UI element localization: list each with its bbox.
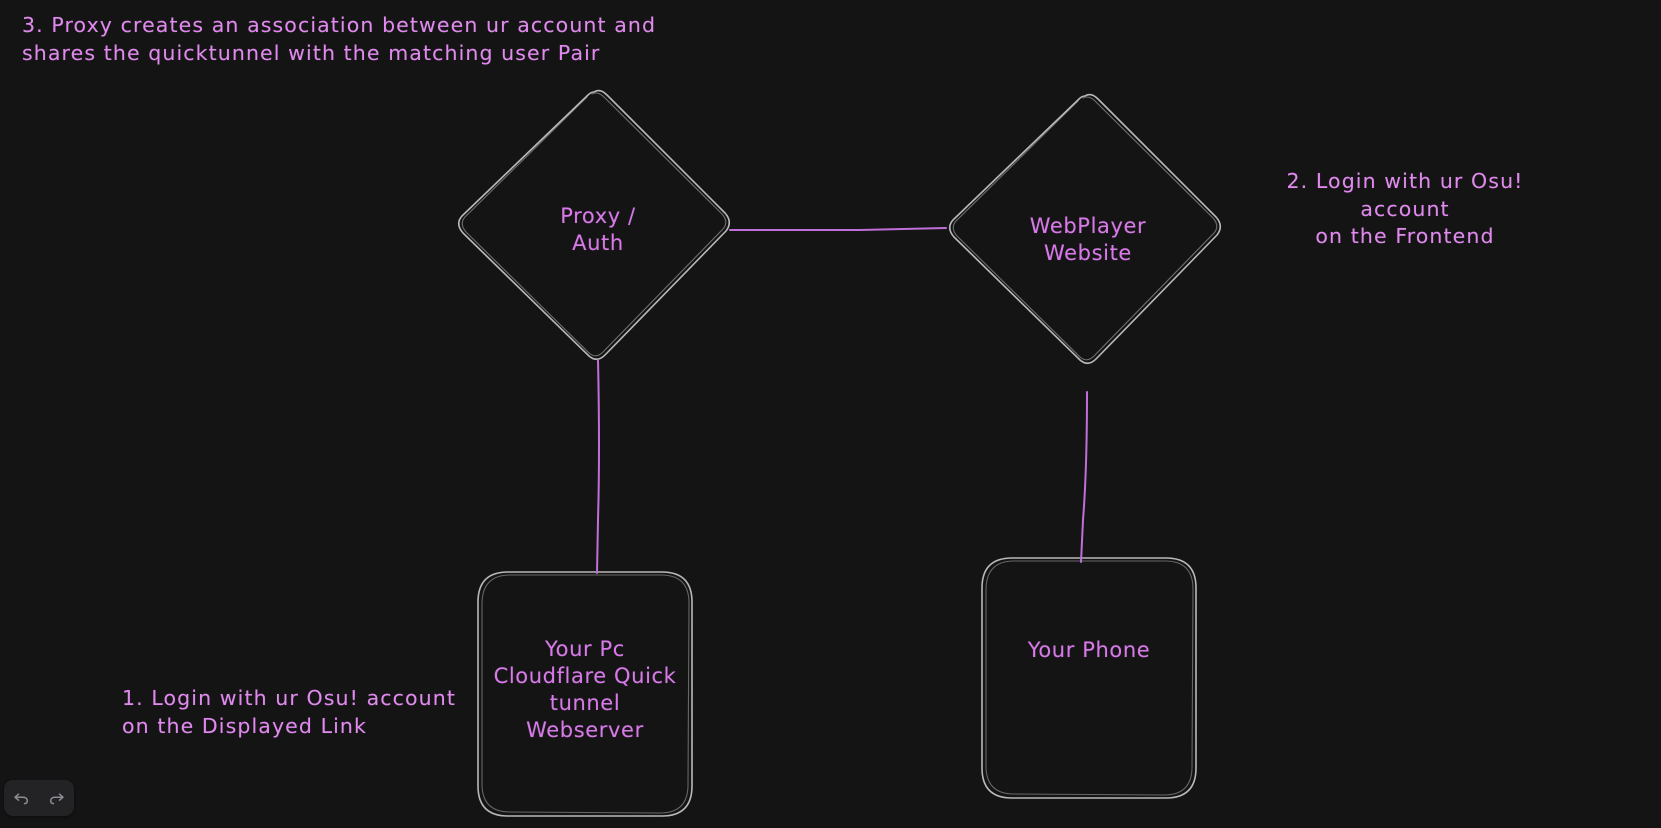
node-proxy-auth[interactable]: Proxy / Auth [463,170,733,290]
annotation-step-3[interactable]: 3. Proxy creates an association between … [22,13,657,65]
history-toolbar[interactable] [4,780,74,816]
node-your-pc[interactable]: Your Pc Cloudflare Quick tunnel Webserve… [478,620,692,760]
node-label-your-pc: Your Pc Cloudflare Quick tunnel Webserve… [493,637,677,742]
redo-button[interactable] [43,785,71,811]
annotation-step-2[interactable]: 2. Login with ur Osu! account on the Fro… [1286,169,1524,249]
edge-proxy-to-webplayer [729,227,947,231]
node-label-webplayer-website: WebPlayer Website [1029,214,1147,265]
edge-webplayer-to-your-phone [1080,391,1088,563]
node-your-phone[interactable]: Your Phone [982,620,1196,680]
undo-button[interactable] [8,785,36,811]
node-webplayer-website[interactable]: WebPlayer Website [953,180,1223,300]
node-label-your-phone: Your Phone [1027,637,1151,662]
edge-proxy-to-your-pc [596,359,600,574]
undo-icon [14,792,29,804]
annotation-step-1[interactable]: 1. Login with ur Osu! account on the Dis… [122,686,456,738]
redo-icon [49,792,64,804]
node-label-proxy-auth: Proxy / Auth [560,204,636,255]
